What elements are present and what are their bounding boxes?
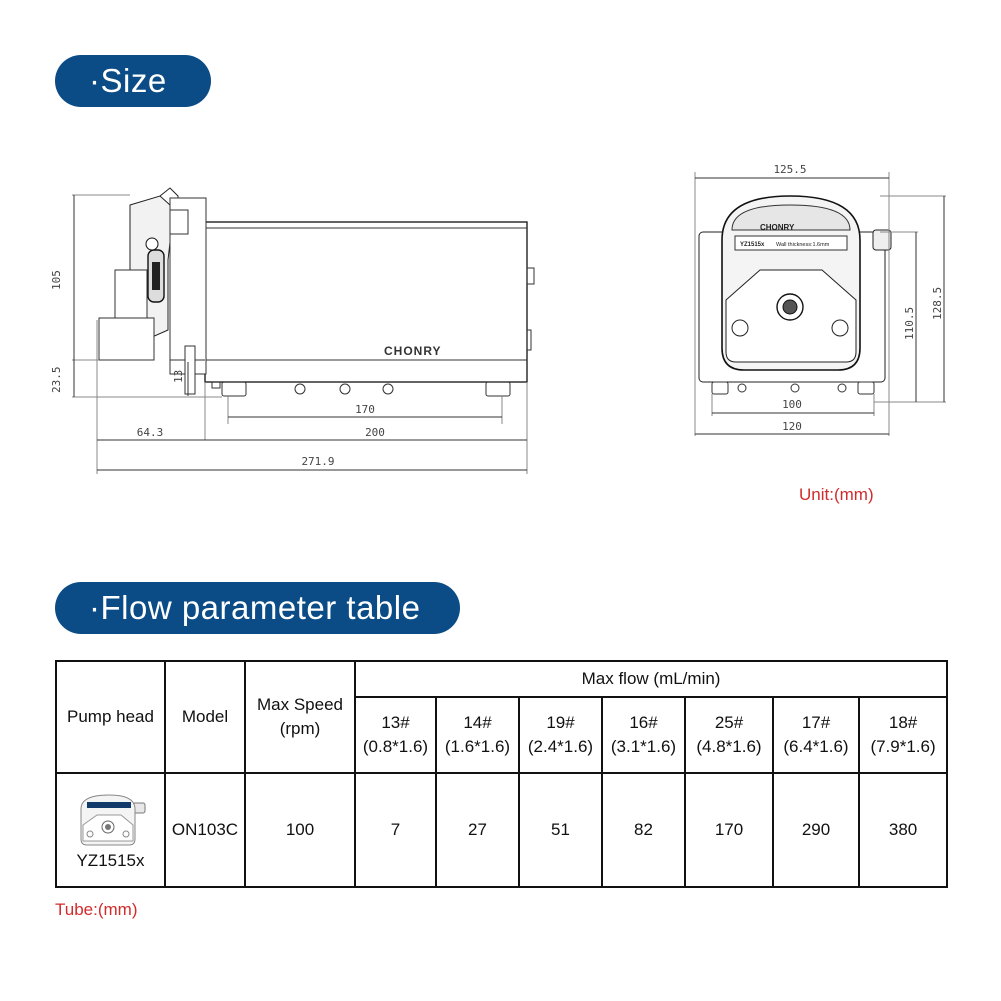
flow-cell: 380 <box>857 772 949 888</box>
tube-header: 17# (6.4*1.6) <box>772 696 860 774</box>
header-max-speed-label: Max Speed <box>257 695 343 714</box>
flow-cell: 27 <box>435 772 520 888</box>
max-speed-cell: 100 <box>244 772 356 888</box>
header-max-speed-unit: (rpm) <box>279 719 321 738</box>
tube-num: 13# <box>381 713 410 732</box>
dimension-drawing: CHONRY 105 23.5 13 170 64 <box>50 163 946 474</box>
front-model-label: YZ1515x <box>740 242 765 248</box>
tube-size: (7.9*1.6) <box>870 737 936 756</box>
tube-num: 25# <box>714 713 744 732</box>
flow-cell: 290 <box>772 772 860 888</box>
front-view: CHONRY YZ1515x Wall thickness:1.6mm 125.… <box>694 163 946 436</box>
tube-size: (6.4*1.6) <box>783 737 849 756</box>
tube-size: (2.4*1.6) <box>527 737 594 756</box>
flow-cell: 82 <box>601 772 686 888</box>
side-view: CHONRY 105 23.5 13 170 64 <box>50 187 535 474</box>
dim-200: 200 <box>365 426 385 439</box>
tube-num: 14# <box>463 713 492 732</box>
tube-header: 16# (3.1*1.6) <box>601 696 686 774</box>
tube-num: 17# <box>801 713 831 732</box>
flow-section-title: ·Flow parameter table <box>55 582 460 634</box>
tube-header: 13# (0.8*1.6) <box>354 696 437 774</box>
flow-cell: 51 <box>518 772 603 888</box>
dim-170: 170 <box>355 403 375 416</box>
unit-note: Unit:(mm) <box>799 485 874 504</box>
dim-271-9: 271.9 <box>301 455 334 468</box>
model-cell: ON103C <box>164 772 246 888</box>
dim-128-5: 128.5 <box>931 287 944 320</box>
table-row: YZ1515x ON103C 100 7 27 51 82 170 290 38… <box>55 772 949 888</box>
side-brand-label: CHONRY <box>384 344 442 358</box>
header-model: Model <box>164 660 246 774</box>
dim-13: 13 <box>172 370 185 383</box>
tube-header: 25# (4.8*1.6) <box>684 696 774 774</box>
tube-size: (4.8*1.6) <box>696 737 762 756</box>
tube-size: (0.8*1.6) <box>362 737 429 756</box>
tube-header: 14# (1.6*1.6) <box>435 696 520 774</box>
tube-size: (3.1*1.6) <box>610 737 677 756</box>
tube-size: (1.6*1.6) <box>444 737 511 756</box>
dim-120: 120 <box>782 420 802 433</box>
front-brand-label: CHONRY <box>760 223 795 232</box>
dim-125-5: 125.5 <box>773 163 806 176</box>
tube-header: 18# (7.9*1.6) <box>857 696 949 774</box>
header-pump-head: Pump head <box>55 660 166 774</box>
dim-100: 100 <box>782 398 802 411</box>
flow-cell: 7 <box>354 772 437 888</box>
tube-header-row: 13# (0.8*1.6) 14# (1.6*1.6) 19# (2.4*1.6) 1… <box>56 696 949 774</box>
pump-head-image <box>80 794 145 846</box>
dim-64-3: 64.3 <box>137 426 164 439</box>
header-max-speed: Max Speed (rpm) <box>244 660 356 774</box>
front-wall-label: Wall thickness:1.6mm <box>776 242 830 248</box>
flow-cell: 170 <box>684 772 774 888</box>
tube-num: 19# <box>546 713 575 732</box>
tube-header: 19# (2.4*1.6) <box>518 696 603 774</box>
pump-head-name: YZ1515x <box>76 851 145 870</box>
pump-head-cell: YZ1515x <box>55 772 166 888</box>
flow-parameter-table: Pump head Model Max Speed (rpm) Max flow… <box>55 660 949 888</box>
tube-num: 18# <box>888 713 918 732</box>
dim-110-5: 110.5 <box>903 307 916 340</box>
dim-23-5: 23.5 <box>50 367 63 394</box>
tube-num: 16# <box>629 713 658 732</box>
tube-note: Tube:(mm) <box>55 900 138 919</box>
size-section-title: ·Size <box>55 55 211 107</box>
dim-105: 105 <box>50 270 63 290</box>
header-max-flow: Max flow (mL/min) <box>353 660 949 698</box>
